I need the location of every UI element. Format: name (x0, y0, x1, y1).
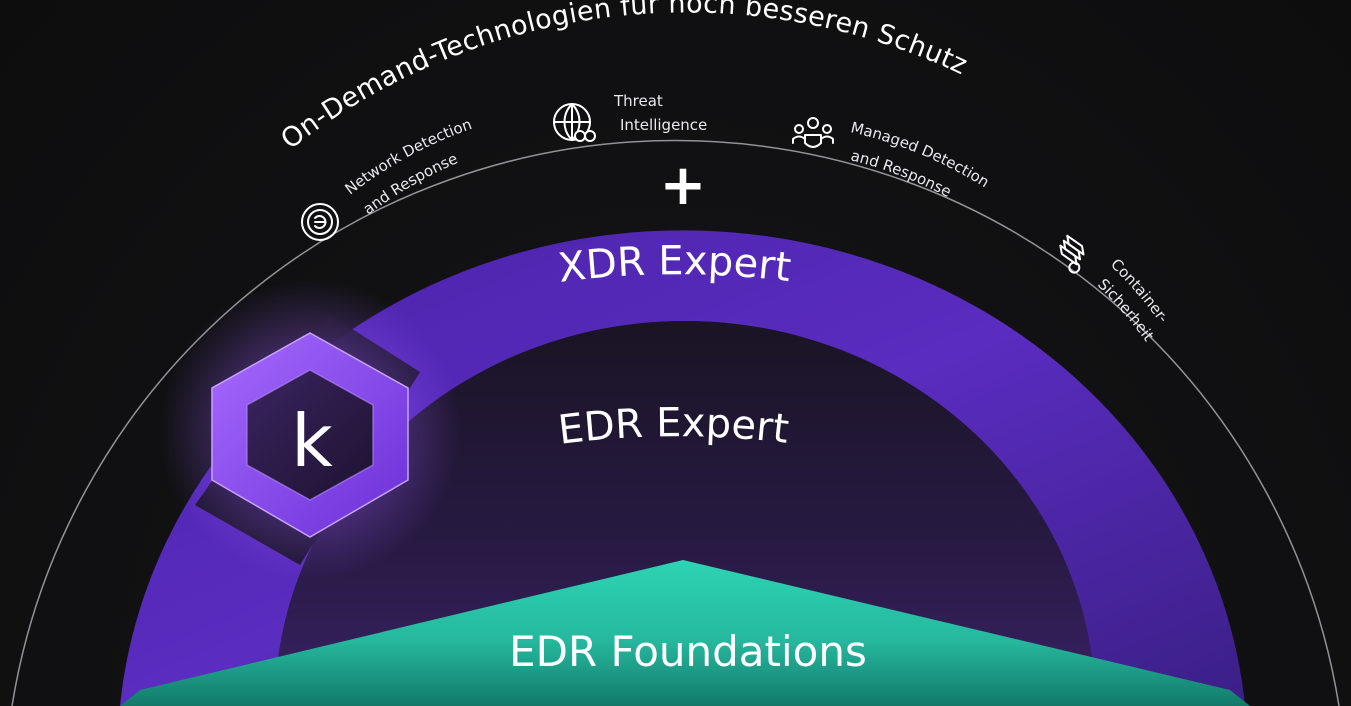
tech-container-security: Container- Sicherheit (1059, 234, 1172, 345)
logo-hex-inner (246, 369, 374, 501)
outer-ring (11, 139, 1340, 706)
xdr-expert-label: XDR Expert (556, 238, 794, 292)
edr-foundations-shape (120, 560, 1250, 706)
network-detection-icon (301, 203, 339, 241)
tech-label-line2: Intelligence (620, 116, 707, 134)
edr-expert-label: EDR Expert (556, 400, 791, 454)
svg-text:EDR Expert: EDR Expert (556, 400, 791, 454)
svg-text:XDR Expert: XDR Expert (556, 238, 794, 292)
globe-binoculars-icon (553, 103, 596, 142)
tech-label-line1: Threat (613, 92, 663, 110)
tech-managed-detection: Managed Detection and Response (792, 117, 992, 201)
container-stack-icon (1059, 234, 1085, 274)
plus-sign: + (660, 153, 707, 218)
tech-threat-intelligence: Threat Intelligence (553, 92, 707, 142)
kaspersky-logo: k (160, 280, 460, 580)
tech-network-detection: Network Detection and Response (301, 115, 474, 241)
logo-letter: k (291, 399, 333, 483)
team-shield-icon (792, 117, 834, 148)
edr-foundations-label: EDR Foundations (509, 627, 867, 676)
